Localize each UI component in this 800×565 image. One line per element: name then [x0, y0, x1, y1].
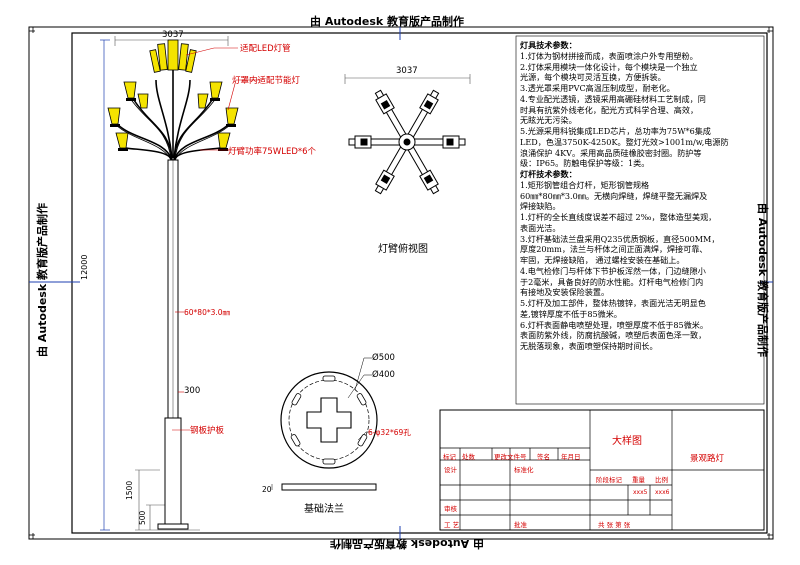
tb-scale-a: xxx5 [633, 489, 648, 496]
outer-frame [28, 26, 774, 540]
dim-300: 300 [184, 386, 201, 396]
tb-date: 年月日 [561, 453, 581, 461]
title-block [439, 409, 765, 531]
tb-weight: 重量 [632, 476, 645, 484]
tb-scale-b: xxx6 [655, 489, 670, 496]
tb-approve: 批准 [514, 521, 527, 529]
label-energy-lamp: 灯罩内适配节能灯 [232, 76, 301, 86]
tb-sheet-info: 共 张 第 张 [598, 521, 631, 529]
lamp-note: 浪涌保护 4KV。采用高品质硅橡胶密封圈。防护等 [520, 147, 702, 158]
dim-1500: 1500 [125, 480, 134, 500]
base-guard: 钢板护板 [190, 426, 225, 436]
technical-notes: 灯具技术参数： 1.灯体为钢材拼接而成，表面喷涂户外专用塑粉。 2.灯体采用模块… [520, 40, 752, 352]
notes-box [515, 35, 765, 405]
label-led-tube: 适配LED灯管 [240, 44, 291, 54]
drawing-type: 大样图 [612, 436, 642, 447]
watermark-top: 由 Autodesk 教育版产品制作 [310, 15, 465, 28]
lamp-note: 光源，每个模块可灵活互换，方便拆装。 [520, 72, 666, 83]
elevation-top-width: 3037 [162, 30, 184, 40]
watermark-left: 由 Autodesk 教育版产品制作 [36, 203, 49, 358]
lamp-note: 3.透光罩采用PVC高温压制成型，耐老化。 [520, 83, 675, 93]
drawing-name: 景观路灯 [690, 454, 725, 464]
pole-note: 无脱落现象，表面喷塑保持期时间长。 [520, 341, 658, 351]
lamp-note: 时具有抗紫外线老化，配光方式科学合理、高效， [520, 104, 699, 115]
dim-500: 500 [138, 510, 147, 525]
lamp-note: 1.灯体为钢材拼接而成，表面喷涂户外专用塑粉。 [520, 50, 698, 61]
tb-design: 设计 [444, 466, 457, 474]
flange-caption: 基础法兰 [304, 504, 344, 515]
pole-note: 3.灯杆基础法兰盘采用Q235优质钢板，直径500MM， [520, 233, 720, 244]
pole-note: 1.矩形钢管组合灯杆，矩形钢管规格 [520, 179, 650, 190]
height-total: 12000 [80, 254, 89, 280]
plan-width: 3037 [396, 66, 418, 76]
plan-caption: 灯臂俯视图 [378, 244, 428, 255]
tb-standard: 标准化 [514, 466, 534, 474]
pole-note: 厚度20mm，法兰与杆体之间正面满焊，焊接可靠、 [520, 244, 708, 255]
tb-scale: 比例 [655, 476, 668, 484]
pole-note: 表面防紫外线，防腐抗酸碱，喷塑后表面色泽一致， [520, 330, 707, 341]
tb-review: 审核 [444, 505, 457, 513]
pole-note: 5.灯杆及加工部件，整体热镀锌，表面光洁无明显色 [520, 298, 706, 308]
center-marks [29, 27, 773, 539]
tb-count: 处数 [462, 453, 475, 461]
tb-process: 工 艺 [444, 521, 460, 529]
lamp-note: 无眩光无污染。 [520, 115, 577, 126]
corner-marks [29, 27, 773, 539]
flange-holes: 6-φ32*69孔 [368, 428, 411, 437]
pole-spec: 60*80*3.0㎜ [184, 308, 231, 317]
pole-note: 牢固，无焊接缺陷， 通过螺栓安装在基础上。 [520, 255, 685, 265]
flange-thickness: 20 [262, 485, 272, 494]
pole-note: 焊接缺陷。 [520, 201, 561, 212]
lamp-note: 4.专业配光透镜，透镜采用高硼硅材料工艺制成，同 [520, 93, 706, 104]
label-arm-power: 灯臂功率75WLED*6个 [228, 147, 317, 157]
pole-note: 差,镀锌厚度不低于85微米。 [520, 308, 622, 319]
tb-sign: 签名 [537, 453, 550, 461]
inner-frame [71, 32, 768, 534]
flange-d-inner: Ø400 [372, 370, 395, 380]
tb-change-doc: 更改文件号 [494, 453, 527, 461]
lamp-note: LED，色温3750K-4250K。整灯光效>1001m/w,电源防 [520, 136, 729, 147]
pole-note: 6.灯杆表面静电喷塑处理，喷塑厚度不低于85微米。 [520, 319, 708, 330]
pole-note: 60㎜*80㎜*3.0㎜。无横向焊缝，焊缝平整无漏焊及 [520, 190, 708, 201]
lamp-note: 级：IP65。防触电保护等级：1类。 [520, 158, 650, 169]
pole-notes-title: 灯杆技术参数： [520, 169, 577, 179]
flange-d-outer: Ø500 [372, 353, 395, 363]
lamp-note: 5.光源采用科锐集成LED芯片，总功率为75W*6集成 [520, 126, 711, 136]
pole-note: 表面光洁。 [520, 222, 561, 233]
watermark-right: 由 Autodesk 教育版产品制作 [756, 202, 769, 357]
tb-mark: 标记 [443, 453, 456, 461]
lamp-notes-title: 灯具技术参数： [520, 40, 577, 50]
pole-note: 4.电气检修门与杆体下节护板浑然一体，门边缝隙小 [520, 265, 706, 276]
flange-view [271, 357, 378, 491]
watermark-bottom: 由 Autodesk 教育版产品制作 [330, 537, 485, 550]
pole-note: 于2毫米，具备良好的防水性能。灯杆电气检修门内 [520, 276, 704, 287]
plan-view [344, 74, 471, 195]
lamp-note: 2.灯体采用模块一体化设计，每个模块是一个独立 [520, 61, 698, 72]
pole-note: 1.灯杆的全长直线度误差不超过 2‰，整体造型美观， [520, 212, 717, 222]
tb-stage-mark: 阶段标记 [596, 476, 622, 484]
elevation-view [100, 36, 262, 531]
pole-note: 有接地及安装保险装置。 [520, 287, 610, 298]
